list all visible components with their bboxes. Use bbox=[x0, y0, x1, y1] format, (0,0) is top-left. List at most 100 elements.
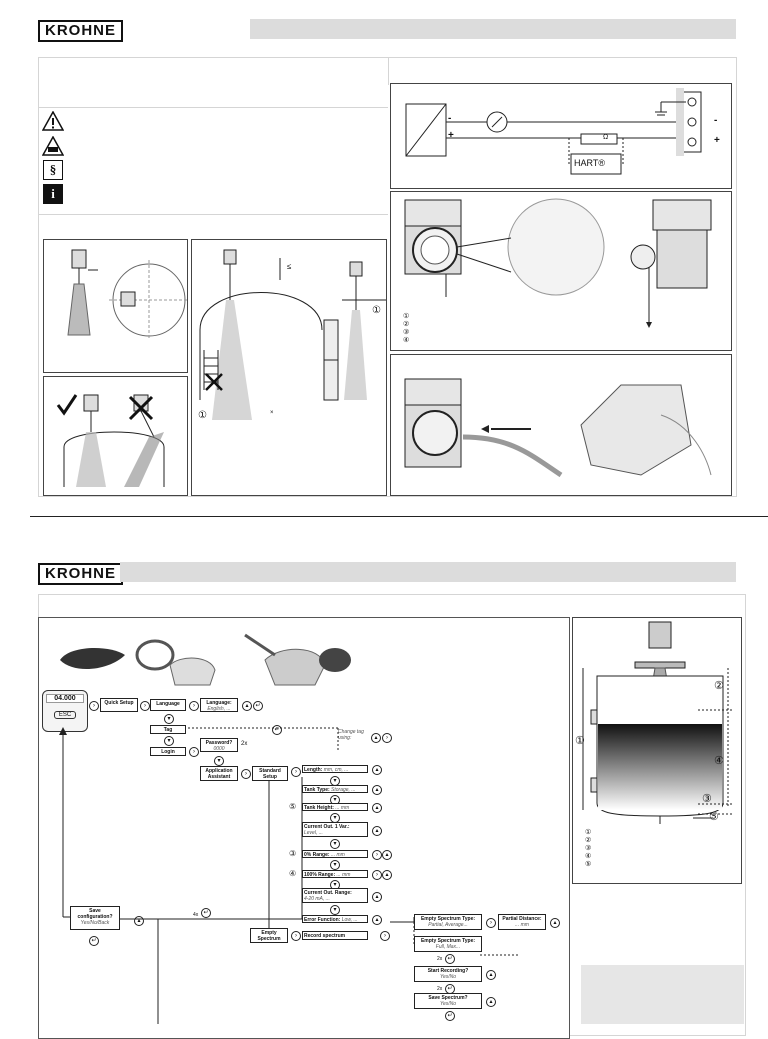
flow-lines bbox=[59, 727, 518, 1024]
tank-callout-legend: ① ② ③ ④ ⑤ bbox=[585, 829, 592, 868]
header-bar-bottom bbox=[120, 562, 736, 582]
nav-right-btn-1[interactable]: › bbox=[89, 701, 99, 711]
nav-up-btn-3[interactable]: ▴ bbox=[372, 765, 382, 775]
nav-right-btn-4[interactable]: › bbox=[382, 733, 392, 743]
password-keys: 2x bbox=[241, 741, 248, 747]
tag-box[interactable]: Tag bbox=[150, 725, 186, 734]
save-configuration-box[interactable]: Save configuration?Yes/No/Back bbox=[70, 906, 120, 930]
nav-right-btn-3[interactable]: › bbox=[189, 701, 199, 711]
nav-right-btn-10[interactable]: › bbox=[291, 931, 301, 941]
info-icon: i bbox=[43, 184, 63, 204]
esc-key[interactable]: ESC bbox=[54, 711, 76, 719]
distance-label: ≤ bbox=[287, 262, 292, 271]
paragraph-icon: § bbox=[43, 160, 63, 180]
tank-callout-2-right: ② bbox=[714, 680, 724, 692]
nav-right-btn-7[interactable]: › bbox=[291, 767, 301, 777]
krohne-logo-bottom: KROHNE bbox=[38, 563, 124, 585]
warning-triangle-icon bbox=[42, 111, 64, 131]
wiring-minus-right: - bbox=[714, 115, 718, 126]
nav-down-btn-7[interactable]: ▾ bbox=[330, 839, 340, 849]
nav-enter-btn-4[interactable]: ↵ bbox=[201, 908, 211, 918]
nav-up-btn-7[interactable]: ▴ bbox=[382, 850, 392, 860]
nav-right-btn-11[interactable]: › bbox=[380, 931, 390, 941]
nav-down-btn-3[interactable]: ▾ bbox=[214, 756, 224, 766]
page-separator bbox=[30, 516, 768, 517]
application-assistant-box[interactable]: Application Assistant bbox=[200, 766, 238, 781]
nav-enter-btn-3[interactable]: ↵ bbox=[89, 936, 99, 946]
repeat-2x-label-2: 2x bbox=[437, 986, 443, 992]
note-box bbox=[581, 965, 744, 1024]
krohne-logo-top: KROHNE bbox=[38, 20, 124, 42]
length-box[interactable]: Length: mm, cm, ... bbox=[302, 765, 368, 773]
callout-legend-top: ① ② ③ ④ bbox=[403, 313, 410, 344]
nav-right-btn-6[interactable]: › bbox=[241, 769, 251, 779]
login-box[interactable]: Login bbox=[150, 747, 186, 756]
nav-up-btn-4[interactable]: ▴ bbox=[372, 785, 382, 795]
tank-mark-x: × bbox=[270, 410, 274, 416]
nav-down-btn-2[interactable]: ▾ bbox=[164, 736, 174, 746]
nav-enter-btn-2[interactable]: ↵ bbox=[272, 725, 282, 735]
wiring-plus-right: + bbox=[714, 135, 720, 146]
ex-warning-icon bbox=[42, 136, 64, 156]
hart-label: HART® bbox=[574, 158, 605, 168]
tank-callout-5-right: ⑤ bbox=[709, 811, 719, 823]
password-box[interactable]: Password?0000 bbox=[200, 738, 238, 752]
wiring-svg bbox=[405, 88, 702, 175]
setup-callout-4: ④ bbox=[289, 869, 297, 878]
nav-up-btn-6[interactable]: ▴ bbox=[372, 826, 382, 836]
save-spectrum-box[interactable]: Save Spectrum?Yes/No bbox=[414, 993, 482, 1009]
install-orientation-diagram bbox=[43, 239, 189, 373]
nav-down-btn-10[interactable]: ▾ bbox=[330, 905, 340, 915]
top-rule bbox=[38, 214, 388, 215]
nav-up-btn-14[interactable]: ▴ bbox=[486, 997, 496, 1007]
tank-callout-1: ① bbox=[372, 305, 381, 316]
nav-up-btn-8[interactable]: ▴ bbox=[382, 870, 392, 880]
nav-enter-btn-1[interactable]: ↵ bbox=[253, 701, 263, 711]
standard-setup-box[interactable]: Standard Setup bbox=[252, 766, 288, 781]
nav-up-btn-10[interactable]: ▴ bbox=[372, 915, 382, 925]
empty-spectrum-type-1-box[interactable]: Empty Spectrum Type:Partial, Average... bbox=[414, 914, 482, 930]
nav-right-btn-8[interactable]: › bbox=[372, 850, 382, 860]
nav-up-btn-2[interactable]: ▴ bbox=[371, 733, 381, 743]
install-tank-diagram bbox=[191, 239, 387, 496]
tank-callout-4-right: ④ bbox=[714, 755, 724, 767]
tank-callout-1-bottom: ① bbox=[198, 410, 207, 421]
nav-up-btn-11[interactable]: ▴ bbox=[134, 916, 144, 926]
nav-right-btn-2[interactable]: › bbox=[140, 701, 150, 711]
nav-enter-btn-7[interactable]: ↵ bbox=[445, 1011, 455, 1021]
nav-right-btn-9[interactable]: › bbox=[372, 870, 382, 880]
install-nozzle-diagram bbox=[43, 376, 188, 496]
nav-right-btn-12[interactable]: › bbox=[486, 918, 496, 928]
empty-spectrum-type-2-box[interactable]: Empty Spectrum Type:Full, Max... bbox=[414, 936, 482, 952]
tank-callout-3-right: ③ bbox=[702, 793, 712, 805]
nav-up-btn-12[interactable]: ▴ bbox=[550, 918, 560, 928]
cable-entry-diagram bbox=[390, 354, 732, 496]
current-out-range-box[interactable]: Current Out. Range:4-20 mA, ... bbox=[302, 888, 368, 903]
tank-dimension-diagram bbox=[572, 617, 742, 884]
nav-up-btn-13[interactable]: ▴ bbox=[486, 970, 496, 980]
nav-down-btn-8[interactable]: ▾ bbox=[330, 860, 340, 870]
repeat-2x-label-1: 2x bbox=[437, 956, 443, 962]
language-box[interactable]: Language bbox=[150, 699, 186, 711]
partial-distance-box[interactable]: Partial Distance:... mm bbox=[498, 914, 546, 930]
repeat-4x-label: 4x bbox=[193, 912, 199, 918]
nav-up-btn-5[interactable]: ▴ bbox=[372, 803, 382, 813]
wiring-minus-left: - bbox=[448, 113, 452, 124]
nav-enter-btn-5[interactable]: ↵ bbox=[445, 954, 455, 964]
quick-setup-box[interactable]: Quick Setup bbox=[100, 698, 138, 712]
display-cover-illustration bbox=[60, 633, 351, 686]
empty-spectrum-box[interactable]: Empty Spectrum bbox=[250, 928, 288, 943]
device-connection-diagram bbox=[390, 191, 732, 351]
symbols-rule bbox=[38, 107, 388, 108]
record-spectrum-box[interactable]: Record spectrum bbox=[302, 931, 368, 940]
nav-up-btn-9[interactable]: ▴ bbox=[372, 892, 382, 902]
wiring-diagram bbox=[390, 83, 732, 189]
nav-up-btn-1[interactable]: ▴ bbox=[242, 701, 252, 711]
wiring-plus-left: + bbox=[448, 130, 454, 141]
start-recording-box[interactable]: Start Recording?Yes/No bbox=[414, 966, 482, 982]
nav-down-btn-1[interactable]: ▾ bbox=[164, 714, 174, 724]
language-value-box[interactable]: Language:English, ... bbox=[200, 698, 238, 712]
setup-callout-5: ⑤ bbox=[289, 802, 297, 811]
change-tag-label: Change tag using: bbox=[338, 729, 364, 741]
nav-right-btn-5[interactable]: › bbox=[189, 747, 199, 757]
